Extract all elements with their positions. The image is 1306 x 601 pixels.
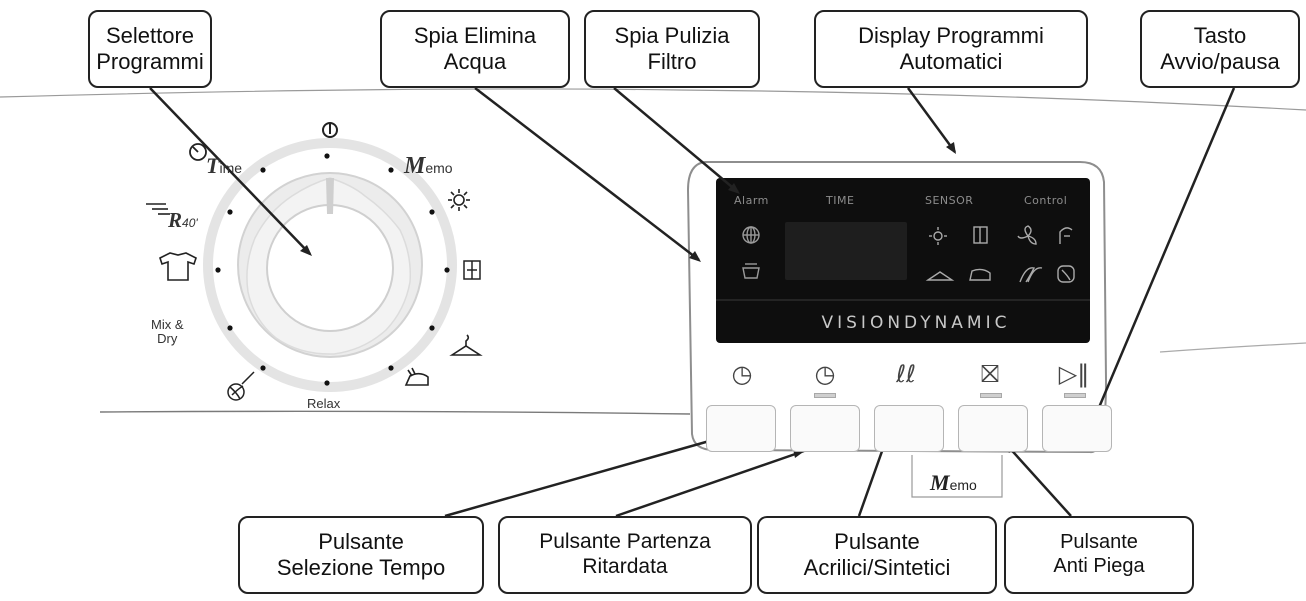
callout-anti-piega: Pulsante Anti Piega: [1004, 516, 1194, 594]
control-synthetic-icon: [1019, 267, 1043, 283]
water-drain-indicator-icon: [742, 263, 760, 279]
dial-r40-initial: R: [168, 207, 183, 232]
dial-label-relax: Relax: [307, 396, 341, 411]
callout-selettore-programmi: Selettore Programmi: [88, 10, 212, 88]
leader-lines: [149, 87, 1236, 518]
speed-lines-icon: [146, 203, 170, 215]
body-bottom-contour: [99, 410, 691, 415]
brand-visiondynamic: VISIONDYNAMIC: [821, 313, 1011, 333]
dial-memo-initial: M: [404, 152, 426, 179]
power-icon: [322, 122, 338, 138]
control-fan-icon: [1017, 225, 1037, 245]
callout-partenza-ritardata: Pulsante Partenza Ritardata: [498, 516, 752, 594]
time-readout-area: [785, 222, 907, 280]
callout-spia-elimina-acqua: Spia Elimina Acqua: [380, 10, 570, 88]
callout-spia-acqua-text: Spia Elimina Acqua: [413, 23, 537, 74]
callout-tasto-avvio: Tasto Avvio/pausa: [1140, 10, 1300, 88]
cupboard-dry-icon: [463, 260, 481, 280]
timer-icon: [189, 143, 207, 161]
display-label-alarm: Alarm: [734, 194, 769, 207]
dial-memo-rest: emo: [425, 159, 453, 176]
play-pause-icon: ▷‖: [1058, 360, 1090, 388]
callout-acrilici-text: Pulsante Acrilici/Sintetici: [803, 529, 951, 580]
callout-avvio-text: Tasto Avvio/pausa: [1160, 23, 1280, 74]
callout-spia-filtro-text: Spia Pulizia Filtro: [614, 23, 730, 74]
delay-start-button[interactable]: [790, 405, 860, 452]
display-label-sensor: SENSOR: [925, 194, 974, 207]
callout-partenza-text: Pulsante Partenza Ritardata: [539, 530, 711, 578]
dial-label-time: Time: [206, 140, 242, 177]
anti-crease-led: [980, 393, 1002, 398]
delay-start-icon: ◷: [814, 360, 836, 388]
shirt-icon: [159, 252, 197, 281]
start-pause-button[interactable]: [1042, 405, 1112, 452]
sensor-iron-icon: [969, 268, 991, 281]
sun-dry-icon: [448, 189, 470, 211]
control-wool-icon: [1057, 265, 1075, 283]
dial-r40-sub: 40': [182, 215, 198, 230]
dial-label-r40: R40': [168, 195, 198, 231]
body-right-contour: [1159, 342, 1306, 353]
dial-inner: [266, 204, 394, 332]
delay-start-led: [814, 393, 836, 398]
display-label-control: Control: [1024, 194, 1068, 207]
callout-acrilici-sintetici: Pulsante Acrilici/Sintetici: [757, 516, 997, 594]
anti-crease-icon: ⛝: [980, 360, 1000, 388]
dial-label-memo: Memo: [404, 140, 453, 179]
clock-icon: ◷: [731, 360, 753, 388]
dial-label-mix-dry: Mix & Dry: [151, 317, 184, 346]
dial-time-initial: T: [206, 152, 220, 178]
control-filter-icon: [1059, 227, 1073, 244]
dial-time-rest: ime: [219, 159, 243, 176]
alarm-globe-icon: [742, 226, 760, 244]
synthetic-fabric-icon: ℓℓ: [896, 360, 916, 388]
hanger-icon: [449, 334, 483, 356]
display-label-time: TIME: [826, 194, 855, 207]
sensor-sun-icon: [929, 227, 947, 245]
iron-icon: [404, 367, 429, 386]
memo-rest: emo: [949, 477, 977, 493]
wool-icon: [227, 371, 255, 401]
dial-pointer: [326, 178, 334, 214]
callout-antipiega-text: Pulsante Anti Piega: [1053, 531, 1145, 577]
sensor-hanger-icon: [925, 271, 955, 281]
callout-tempo-text: Pulsante Selezione Tempo: [276, 529, 446, 580]
memo-button-label: Memo: [930, 470, 977, 496]
memo-bracket: [911, 455, 1003, 498]
synthetic-button[interactable]: [874, 405, 944, 452]
callout-display-programmi: Display Programmi Automatici: [814, 10, 1088, 88]
callout-display-text: Display Programmi Automatici: [858, 23, 1044, 74]
anti-crease-button[interactable]: [958, 405, 1028, 452]
sensor-cupboard-icon: [973, 226, 988, 244]
dial-position-dots: [215, 153, 450, 386]
dial-ring: [203, 138, 457, 392]
callout-selettore-text: Selettore Programmi: [96, 23, 204, 74]
callout-spia-pulizia-filtro: Spia Pulizia Filtro: [584, 10, 760, 88]
memo-initial: M: [930, 470, 950, 495]
callout-selezione-tempo: Pulsante Selezione Tempo: [238, 516, 484, 594]
body-top-contour: [0, 88, 1306, 111]
time-select-button[interactable]: [706, 405, 776, 452]
start-pause-led: [1064, 393, 1086, 398]
